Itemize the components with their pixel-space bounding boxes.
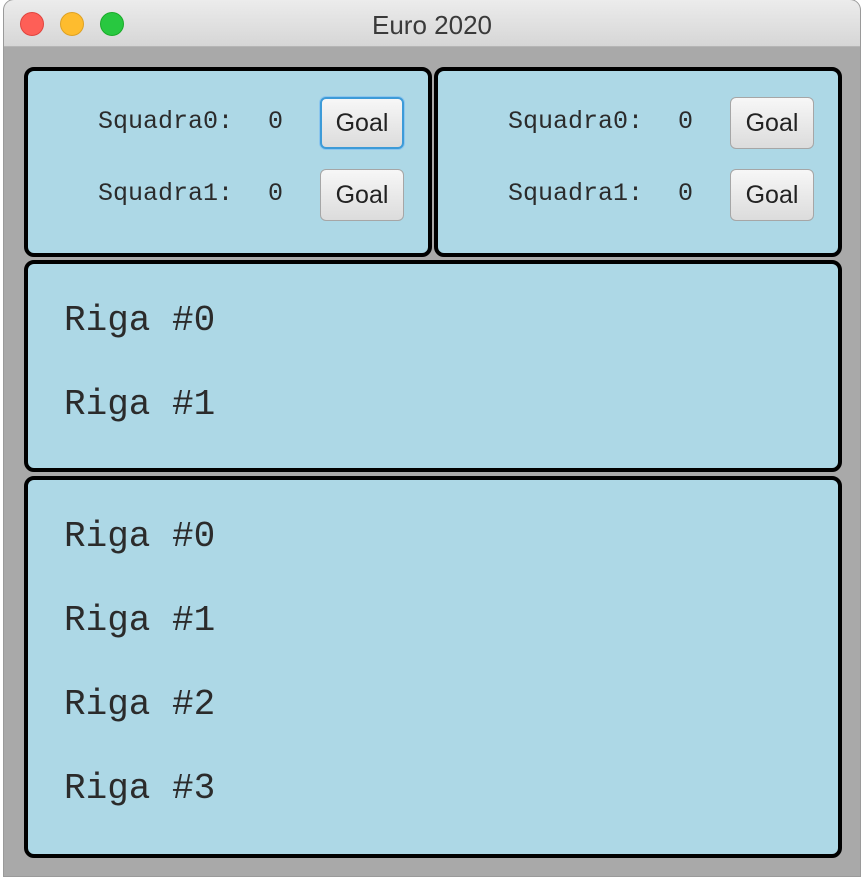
team-label: Squadra1: xyxy=(98,179,234,208)
team-label: Squadra0: xyxy=(98,107,234,136)
maximize-window-button[interactable] xyxy=(100,12,124,36)
team-row: Squadra0: 0 Goal xyxy=(438,97,838,149)
rows-panel-bottom: Riga #0 Riga #1 Riga #2 Riga #3 xyxy=(24,476,842,858)
row-label: Riga #0 xyxy=(64,300,216,341)
team-label: Squadra1: xyxy=(508,179,644,208)
team-row: Squadra1: 0 Goal xyxy=(438,169,838,221)
rows-panel-middle: Riga #0 Riga #1 xyxy=(24,260,842,472)
team-score: 0 xyxy=(678,179,694,208)
close-window-button[interactable] xyxy=(20,12,44,36)
goal-button[interactable]: Goal xyxy=(730,169,814,221)
window-content: Squadra0: 0 Goal Squadra1: 0 Goal Squadr… xyxy=(4,47,860,876)
scoreboard-left: Squadra0: 0 Goal Squadra1: 0 Goal xyxy=(24,67,432,257)
minimize-window-button[interactable] xyxy=(60,12,84,36)
team-row: Squadra0: 0 Goal xyxy=(28,97,428,149)
title-bar[interactable]: Euro 2020 xyxy=(4,0,860,47)
window-title: Euro 2020 xyxy=(372,10,492,40)
team-score: 0 xyxy=(678,107,694,136)
row-label: Riga #0 xyxy=(64,516,216,557)
scoreboard-right: Squadra0: 0 Goal Squadra1: 0 Goal xyxy=(434,67,842,257)
team-score: 0 xyxy=(268,107,284,136)
goal-button[interactable]: Goal xyxy=(320,169,404,221)
row-label: Riga #1 xyxy=(64,600,216,641)
app-window: Euro 2020 Squadra0: 0 Goal Squadra1: 0 G… xyxy=(4,0,860,876)
team-score: 0 xyxy=(268,179,284,208)
row-label: Riga #2 xyxy=(64,684,216,725)
row-label: Riga #1 xyxy=(64,384,216,425)
goal-button[interactable]: Goal xyxy=(320,97,404,149)
row-label: Riga #3 xyxy=(64,768,216,809)
team-label: Squadra0: xyxy=(508,107,644,136)
goal-button[interactable]: Goal xyxy=(730,97,814,149)
team-row: Squadra1: 0 Goal xyxy=(28,169,428,221)
